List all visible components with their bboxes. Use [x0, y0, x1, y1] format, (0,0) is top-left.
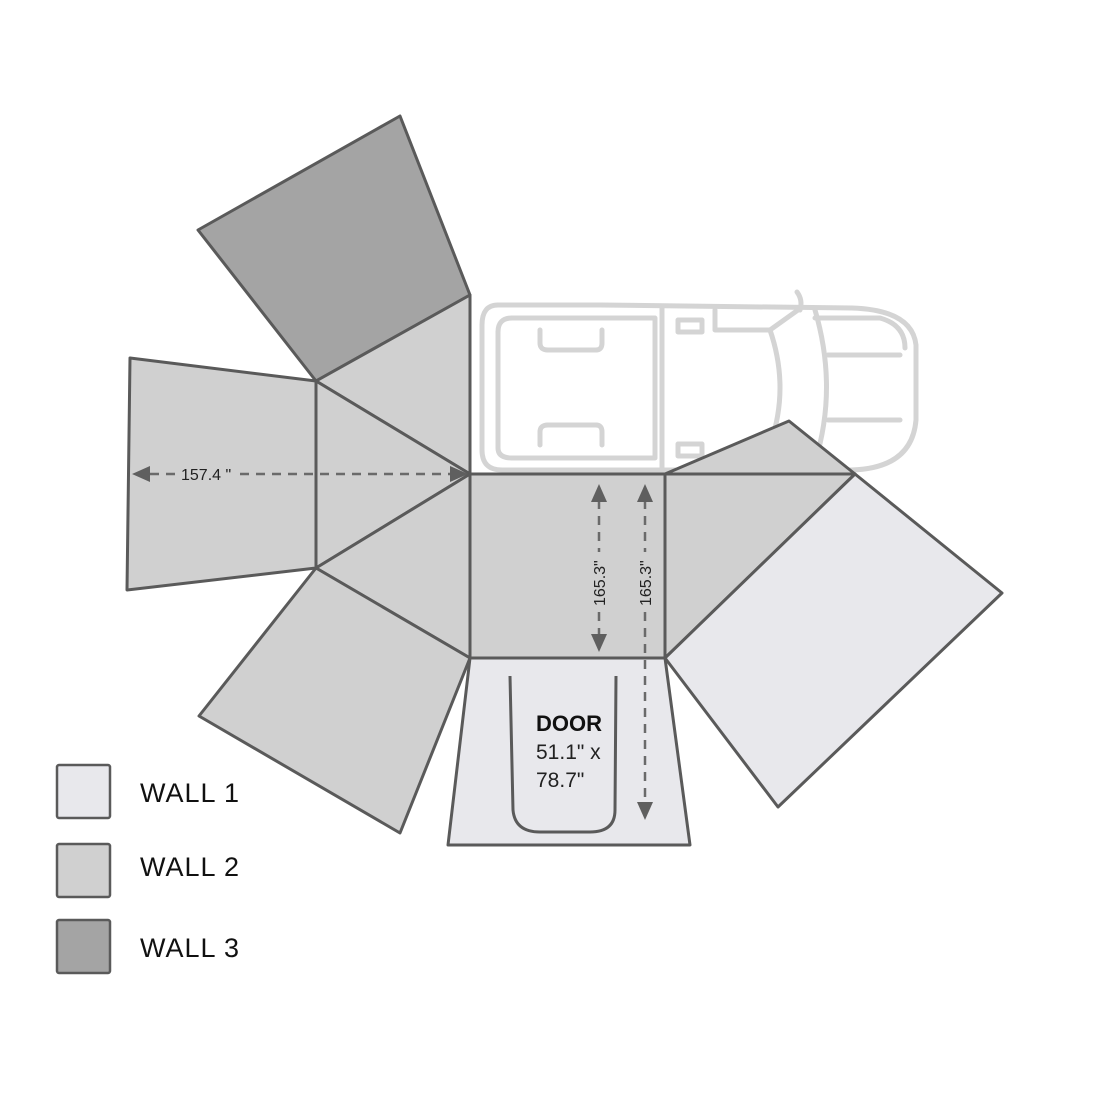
depth-dimension-label-2: 165.3" — [638, 560, 655, 606]
width-dimension-label: 157.4 " — [181, 467, 231, 484]
legend-item-wall-3: WALL 3 — [55, 918, 240, 975]
panel-bottom-left-wall-2 — [197, 566, 472, 835]
depth-dimension-2 — [637, 484, 653, 820]
door-size-line-1: 51.1" x — [536, 741, 601, 764]
truck-outline-icon — [479, 289, 919, 473]
legend-item-wall-1: WALL 1 — [55, 763, 240, 820]
panel-center-roof-wall-2 — [468, 472, 667, 660]
door-outline-icon — [508, 675, 618, 834]
legend-label-wall-1: WALL 1 — [140, 778, 240, 808]
door-title: DOOR — [536, 711, 602, 736]
legend-swatch-wall-2 — [55, 842, 112, 899]
depth-dimension-1 — [591, 484, 607, 652]
depth-dimension-label-1: 165.3" — [592, 560, 609, 606]
legend-swatch-wall-3 — [55, 918, 112, 975]
width-dimension — [132, 466, 468, 482]
legend-swatch-wall-1 — [55, 763, 112, 820]
panel-right-wall-1 — [663, 472, 1004, 809]
legend: WALL 1 WALL 2 WALL 3 — [55, 763, 240, 975]
panel-door-wall-1 — [446, 656, 692, 847]
legend-label-wall-3: WALL 3 — [140, 933, 240, 963]
panel-upper-right-triangle-wall-2 — [663, 419, 857, 476]
legend-label-wall-2: WALL 2 — [140, 852, 240, 882]
door-size-line-2: 78.7" — [536, 769, 584, 792]
legend-item-wall-2: WALL 2 — [55, 842, 240, 899]
